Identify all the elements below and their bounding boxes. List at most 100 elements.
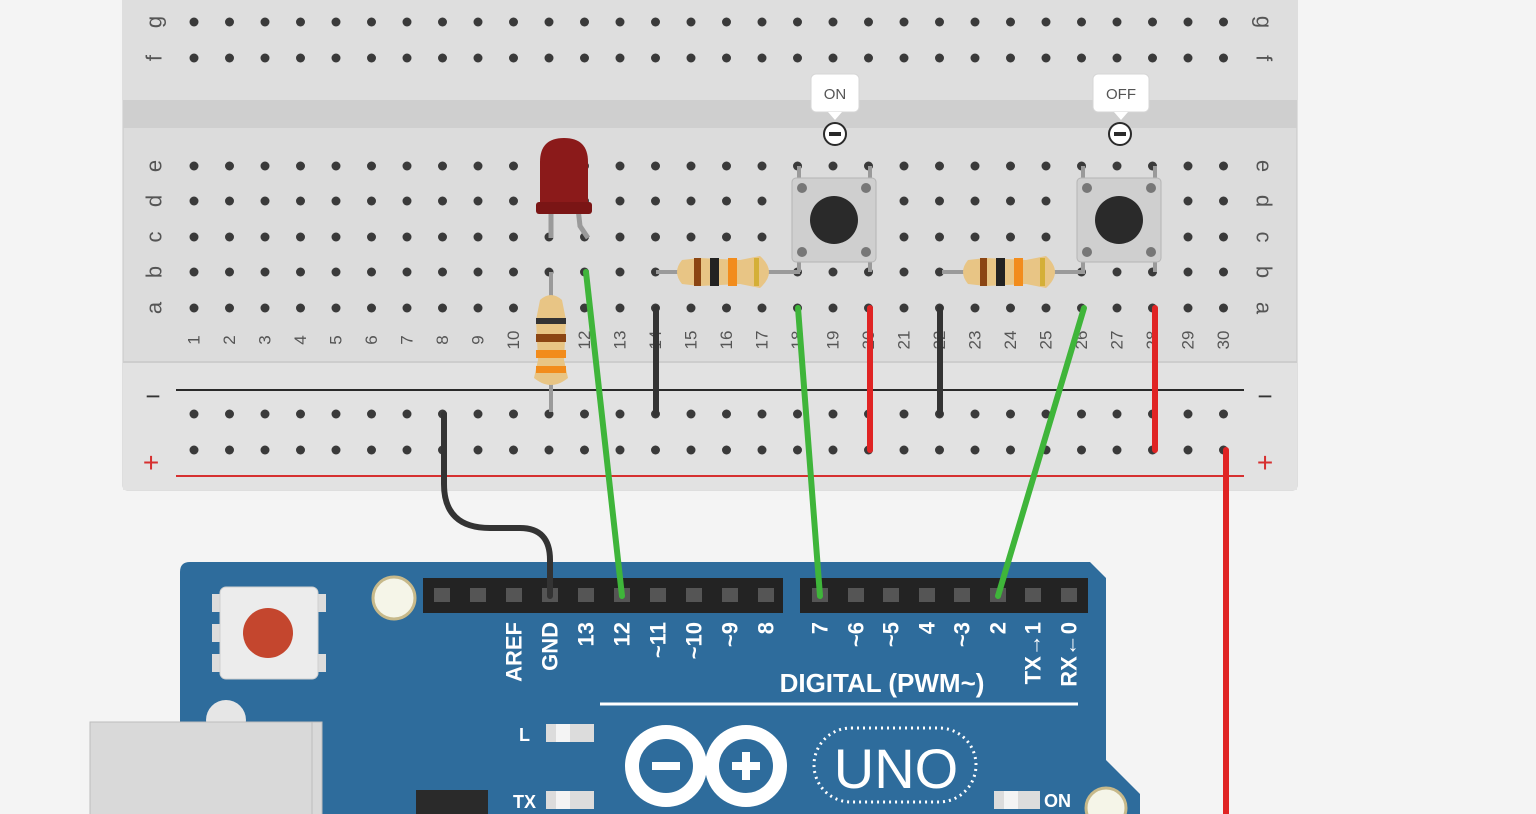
header-pin[interactable]	[722, 588, 738, 602]
reset-button-cap[interactable]	[243, 608, 293, 658]
hole	[473, 303, 483, 313]
rail-hole	[970, 409, 980, 419]
hole	[509, 303, 518, 313]
hole	[935, 267, 944, 277]
hole	[367, 53, 376, 63]
pin-label: ~10	[682, 622, 707, 659]
header-pin[interactable]	[686, 588, 702, 602]
column-number: 8	[433, 335, 452, 344]
header-pin[interactable]	[578, 588, 594, 602]
hole	[615, 303, 625, 313]
hole	[793, 17, 802, 27]
hole	[1219, 196, 1228, 206]
header-pin[interactable]	[506, 588, 522, 602]
rail-hole	[1219, 409, 1228, 419]
led-resistor[interactable]	[534, 272, 568, 412]
rail-hole	[331, 445, 341, 455]
hole	[686, 53, 696, 63]
rail-plus-right: +	[1257, 447, 1273, 478]
row-letter: b	[142, 266, 167, 278]
led-tx-label: TX	[513, 792, 536, 812]
hole	[331, 267, 341, 277]
hole	[225, 267, 234, 277]
hole	[722, 303, 731, 313]
hole	[331, 303, 341, 313]
header-pin[interactable]	[883, 588, 899, 602]
hole	[473, 232, 483, 242]
hole	[367, 196, 376, 206]
hole	[402, 303, 412, 313]
digital-label: DIGITAL (PWM~)	[780, 668, 985, 698]
header-pin[interactable]	[1061, 588, 1077, 602]
red-led[interactable]	[536, 138, 592, 240]
hole	[473, 161, 483, 171]
header-pin[interactable]	[954, 588, 970, 602]
column-number: 7	[398, 335, 417, 344]
hole	[402, 267, 412, 277]
hole	[331, 161, 341, 171]
header-pin[interactable]	[758, 588, 774, 602]
hole	[899, 17, 909, 27]
hole	[615, 196, 625, 206]
hole	[189, 303, 199, 313]
hole	[651, 161, 660, 171]
resistor-2[interactable]	[942, 256, 1085, 288]
header-pin[interactable]	[470, 588, 486, 602]
column-number: 17	[753, 331, 772, 350]
hole	[1112, 161, 1122, 171]
hole	[544, 53, 554, 63]
hole	[935, 53, 944, 63]
column-number: 25	[1037, 331, 1056, 350]
hole	[1041, 53, 1051, 63]
rail-minus-left: −	[145, 381, 160, 411]
hole	[367, 303, 376, 313]
header-pin[interactable]	[919, 588, 935, 602]
hole	[225, 196, 234, 206]
hole	[331, 196, 341, 206]
pushbutton-off[interactable]	[1076, 166, 1162, 272]
hole	[1219, 303, 1228, 313]
hole	[935, 161, 944, 171]
rail-hole	[367, 409, 376, 419]
pin-label: 12	[610, 622, 635, 646]
hole	[686, 17, 696, 27]
hole	[402, 161, 412, 171]
rail-hole	[225, 409, 234, 419]
pushbutton-on[interactable]	[791, 166, 877, 272]
rail-hole	[296, 445, 305, 455]
hole	[1006, 303, 1015, 313]
hole	[296, 303, 305, 313]
rail-minus-right: −	[1257, 381, 1272, 411]
hole	[970, 303, 980, 313]
reset-button[interactable]	[212, 586, 326, 680]
column-number: 29	[1179, 331, 1198, 350]
rail-hole	[473, 409, 483, 419]
header-pin[interactable]	[650, 588, 666, 602]
hole	[1219, 17, 1228, 27]
hole	[651, 267, 660, 277]
hole	[757, 53, 767, 63]
header-pin[interactable]	[1025, 588, 1041, 602]
rail-hole	[580, 445, 589, 455]
rail-plus-left: +	[143, 447, 159, 478]
button-off-tooltip: OFF	[1092, 73, 1150, 146]
header-pin[interactable]	[848, 588, 864, 602]
hole	[331, 232, 341, 242]
rail-hole	[686, 409, 696, 419]
hole	[225, 161, 234, 171]
hole	[1006, 17, 1015, 27]
resistor-1[interactable]	[656, 256, 800, 288]
rail-hole	[1112, 445, 1122, 455]
column-number: 12	[575, 331, 594, 350]
hole	[651, 232, 660, 242]
rail-hole	[296, 409, 305, 419]
wire-gnd-black	[441, 411, 553, 599]
header-pin[interactable]	[434, 588, 450, 602]
hole	[225, 232, 234, 242]
hole	[828, 17, 838, 27]
rail-hole	[722, 445, 731, 455]
hole	[757, 17, 767, 27]
